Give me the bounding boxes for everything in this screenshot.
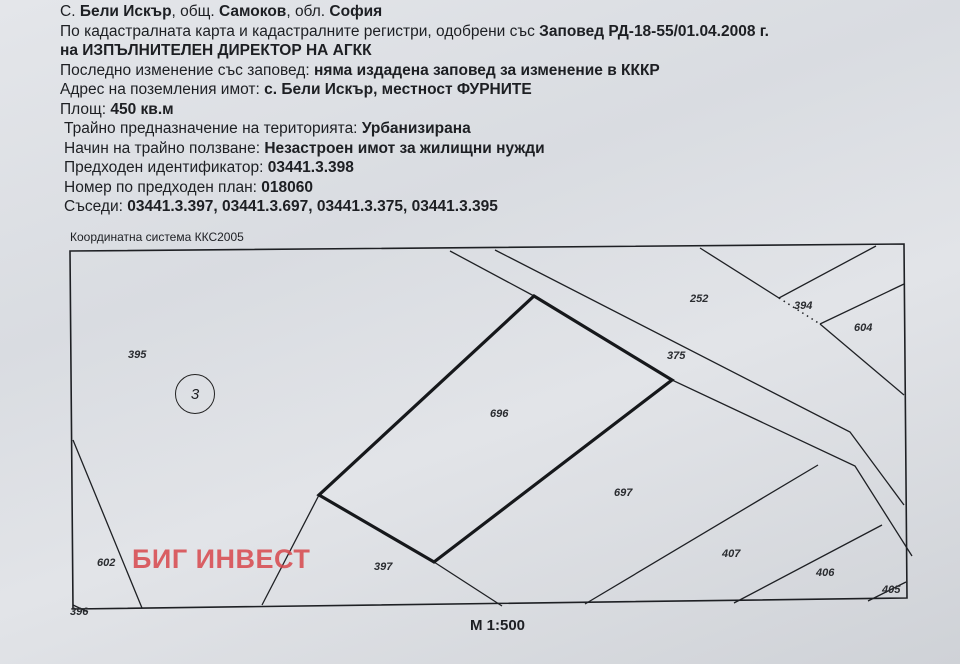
parcel-label-397: 397 [374,561,393,573]
municipality: Самоков [219,3,287,20]
block-number-circle: 3 [175,374,215,414]
parcel-label-394: 394 [794,300,813,312]
parcel-label-395: 395 [128,349,147,361]
parcel-label-696: 696 [490,408,509,420]
address-line: Адрес на поземления имот: с. Бели Искър,… [60,81,532,98]
map-frame [69,243,908,610]
village: Бели Искър [79,3,172,20]
approval-order: Заповед РД-18-55/01.04.2008 г. [539,22,769,40]
parcel-label-396: 396 [70,606,89,618]
map-scale: М 1:500 [470,617,526,634]
parcel-label-604: 604 [854,322,873,334]
parcel-boundaries [69,243,913,613]
parcel-label-406: 406 [816,567,835,579]
parcel-label-405: 405 [882,584,901,596]
property-info-header: С. Бели Искър, общ. Самоков, обл. София … [60,2,769,217]
parcel-label-252: 252 [690,293,709,305]
parcel-label-407: 407 [722,548,741,560]
watermark: БИГ ИНВЕСТ [132,544,311,574]
subject-parcel-696 [316,294,675,564]
region: София [329,3,383,20]
coordinate-system-label: Координатна система ККС2005 [70,230,244,244]
parcel-label-697: 697 [614,487,633,499]
previous-id-line: Предходен идентификатор: 03441.3.398 [64,159,354,176]
approval-line: По кадастралната карта и кадастралните р… [60,22,769,40]
usage-line: Начин на трайно ползване: Незастроен имо… [64,139,545,157]
purpose-line: Трайно предназначение на територията: Ур… [64,120,471,137]
location-line: С. Бели Искър, общ. Самоков, обл. София [60,3,383,20]
previous-plan-line: Номер по предходен план: 018060 [64,178,314,196]
area-line: Площ: 450 кв.м [60,100,174,118]
neighbours-line: Съседи: 03441.3.397, 03441.3.697, 03441.… [64,198,498,215]
authority-line: на ИЗПЪЛНИТЕЛЕН ДИРЕКТОР НА АГКК [60,42,372,59]
last-change-line: Последно изменение със заповед: няма изд… [60,61,660,79]
parcel-label-602: 602 [97,557,116,569]
parcel-label-375: 375 [667,350,686,362]
